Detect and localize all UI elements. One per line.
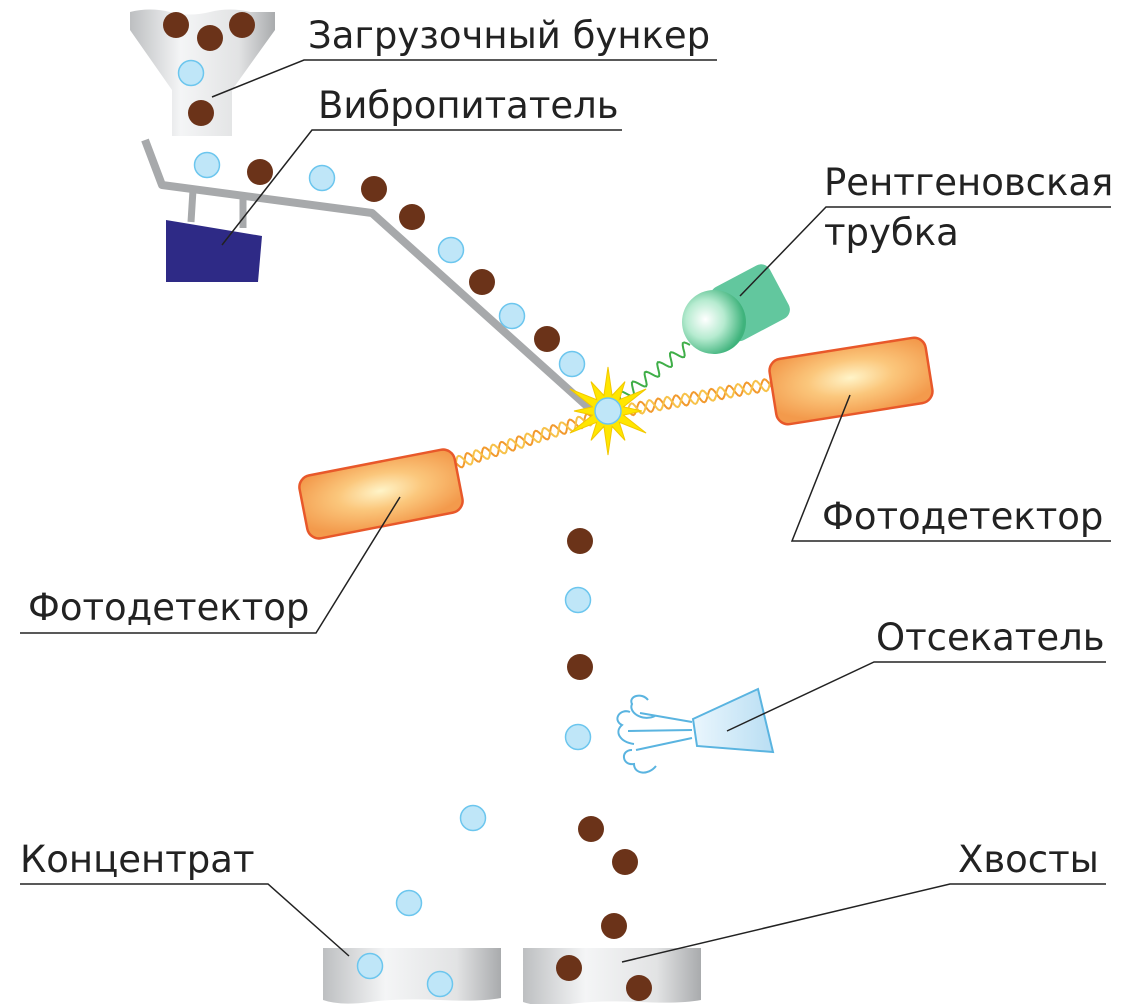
- leader-lines: [20, 59, 1111, 963]
- label-concentrate: Концентрат: [20, 838, 255, 881]
- label-feeder: Вибропитатель: [318, 84, 619, 127]
- ore-particle: [612, 849, 638, 875]
- mineral-particle: [437, 236, 465, 264]
- mineral-particle: [564, 586, 592, 614]
- mineral-particle: [564, 723, 592, 751]
- irradiated-particle: [594, 397, 622, 425]
- mineral-particle: [308, 164, 336, 192]
- leader-photodetector-right: [790, 394, 1111, 542]
- mineral-particle: [395, 889, 423, 917]
- leader-concentrate: [20, 883, 350, 957]
- photo-signal-left: [455, 410, 598, 466]
- mineral-particle: [177, 59, 205, 87]
- ore-particle: [567, 528, 593, 554]
- ore-particle: [399, 204, 425, 230]
- mineral-particle: [426, 970, 454, 998]
- ejector: [616, 687, 775, 774]
- feeder-rail: [141, 138, 601, 419]
- ore-particle: [163, 12, 189, 38]
- loading-hopper: [130, 9, 275, 136]
- tailings-bin: [523, 948, 701, 1004]
- ore-particle: [247, 159, 273, 185]
- leader-tailings: [621, 883, 1106, 963]
- ore-particle: [556, 955, 582, 981]
- leader-xray-tube: [739, 206, 1111, 297]
- xray-wave: [610, 341, 691, 408]
- label-ejector: Отсекатель: [876, 616, 1105, 659]
- label-tailings: Хвосты: [958, 838, 1099, 881]
- ejector-nozzle: [691, 687, 775, 754]
- xray-tube: [682, 264, 790, 354]
- leader-photodetector-left: [20, 496, 401, 634]
- vibrator-motor: [166, 220, 262, 282]
- leader-ejector: [726, 661, 1106, 732]
- label-xray-tube-line2: трубка: [824, 211, 959, 254]
- label-photodetector-left: Фотодетектор: [28, 586, 309, 629]
- ore-particle: [197, 25, 223, 51]
- photodetector-left: [298, 448, 464, 540]
- photo-signal-right: [627, 379, 772, 415]
- ore-particle: [229, 12, 255, 38]
- label-xray-tube-line1: Рентгеновская: [824, 161, 1113, 204]
- photo-signal-right: [627, 378, 773, 417]
- particles: [193, 151, 652, 1001]
- ore-particle: [361, 176, 387, 202]
- leader-feeder: [221, 129, 622, 246]
- ore-particle: [578, 816, 604, 842]
- feeder-support: [187, 189, 197, 223]
- ore-particle: [188, 100, 214, 126]
- photo-signal-left: [455, 412, 601, 469]
- label-hopper: Загрузочный бункер: [308, 14, 710, 57]
- ore-particle: [534, 326, 560, 352]
- mineral-particle: [193, 151, 221, 179]
- ore-particle: [626, 975, 652, 1001]
- ore-particle: [601, 913, 627, 939]
- mineral-particle: [558, 350, 586, 378]
- concentrate-bin: [323, 948, 501, 1004]
- mineral-particle: [356, 952, 384, 980]
- photodetector-right: [768, 336, 934, 426]
- mineral-particle: [459, 804, 487, 832]
- label-photodetector-right: Фотодетектор: [822, 495, 1103, 538]
- signal-waves: [455, 341, 773, 469]
- air-puff-icon: [616, 694, 693, 774]
- ore-particle: [567, 654, 593, 680]
- leader-hopper: [211, 59, 717, 98]
- ore-particle: [469, 269, 495, 295]
- mineral-particle: [498, 302, 526, 330]
- vibro-feeder: [141, 138, 601, 419]
